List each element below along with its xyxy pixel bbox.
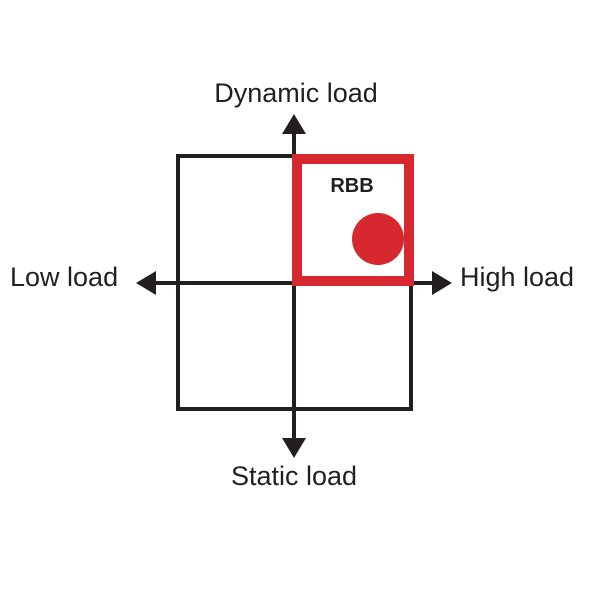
axis-label-high: High load [460, 262, 575, 292]
axis-label-static: Static load [230, 461, 358, 491]
quadrant-label-rbb: RBB [330, 175, 374, 197]
axis-label-dynamic: Dynamic load [214, 78, 378, 108]
arrow-right-icon [432, 271, 452, 295]
arrow-left-icon [136, 271, 156, 295]
axis-label-low: Low load [10, 262, 119, 292]
highlighted-quadrant [292, 154, 414, 286]
position-marker [352, 213, 404, 265]
arrow-up-icon [282, 114, 306, 134]
arrow-down-icon [282, 438, 306, 458]
